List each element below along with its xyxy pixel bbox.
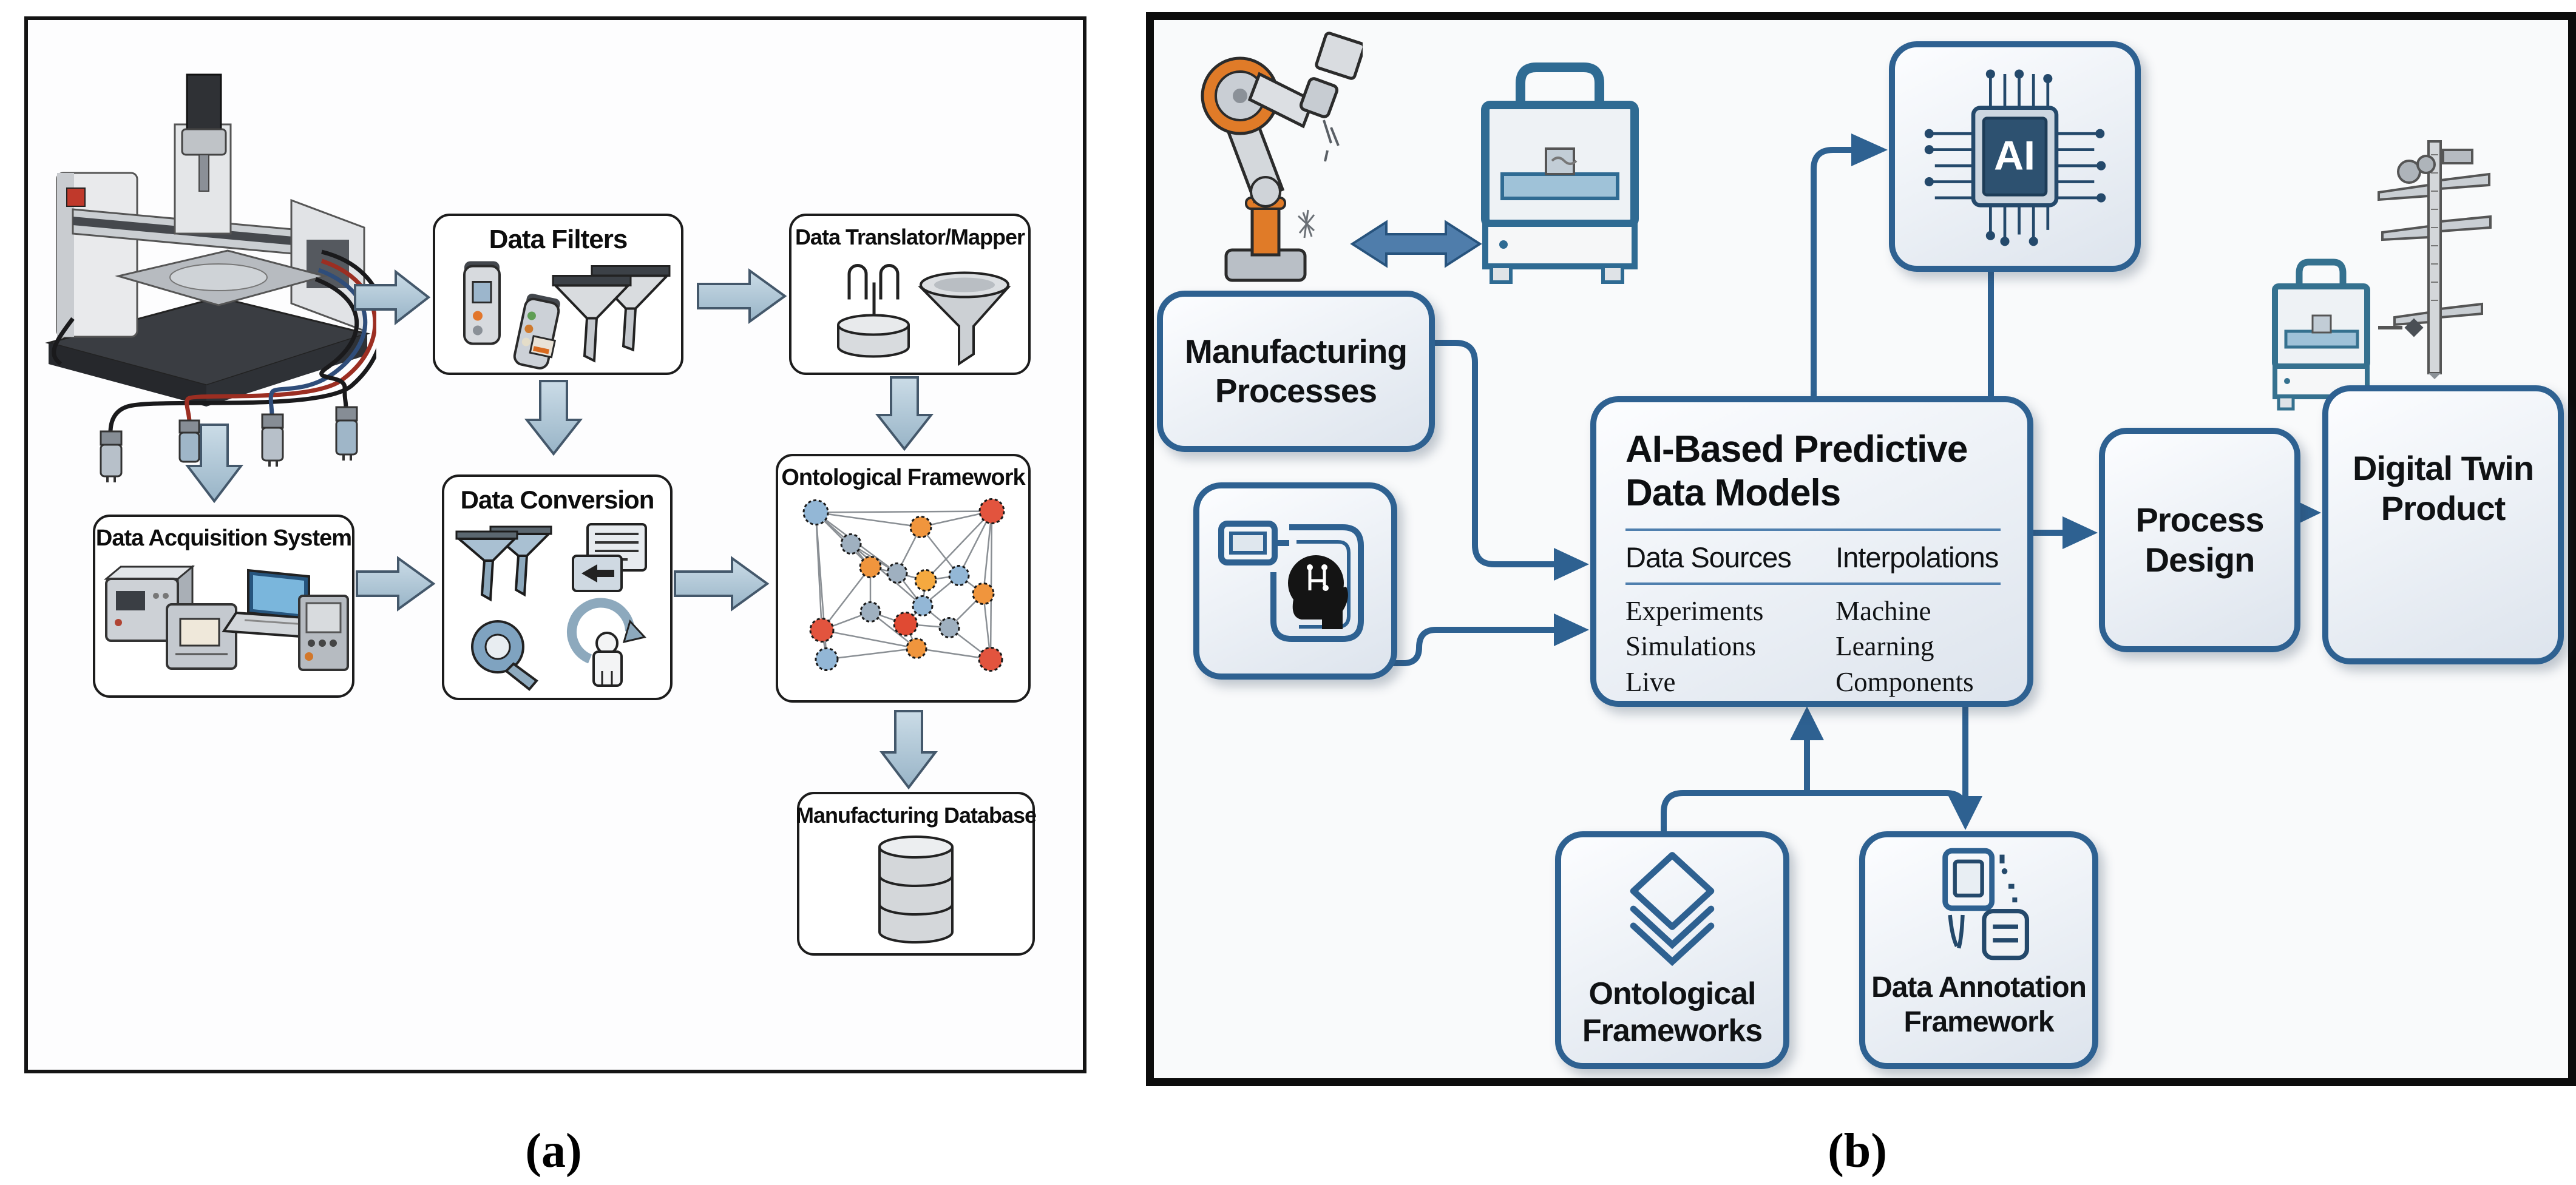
box-manufacturing-database: Manufacturing Database <box>795 792 1037 956</box>
funnel-icon <box>918 271 1011 366</box>
funnel-pair-icon <box>455 525 552 602</box>
layers-diamond-icon <box>1630 852 1715 967</box>
laptop-icon <box>222 569 324 639</box>
gantry-connector <box>2378 318 2424 337</box>
network-graph-icon <box>802 498 1005 672</box>
arrow-filters-to-translator <box>697 268 787 324</box>
box-data-conversion: Data Conversion <box>442 474 673 700</box>
database-cylinder-icon <box>878 836 954 944</box>
digital-twin-label: Digital Twin Product <box>2352 448 2534 527</box>
list-item: Live <box>1625 666 1676 697</box>
ontological-framework-label: Ontological Framework <box>781 465 1025 490</box>
box-data-translator: Data Translator/Mapper <box>789 214 1031 375</box>
data-translator-label: Data Translator/Mapper <box>795 225 1025 249</box>
double-arrow-robot-printer <box>1350 220 1482 268</box>
ai-chip-label: AI <box>1994 133 2035 179</box>
power-pole-gantry-illustration <box>2378 140 2492 379</box>
arrowhead-into-central-bottom <box>1790 706 1824 740</box>
arrowhead-into-annotation <box>1948 796 1982 830</box>
box-ai-chip: AI <box>1889 41 2141 272</box>
box-data-annotation: Data Annotation Framework <box>1859 831 2098 1069</box>
data-acquisition-icons <box>103 564 349 671</box>
box-digital-twin: Digital Twin Product <box>2322 385 2564 664</box>
panel-a-block-arrows <box>185 268 938 790</box>
divider <box>1625 528 2001 531</box>
arrow-filters-to-conversion <box>524 380 583 456</box>
arrow-daq-to-conversion <box>356 556 436 612</box>
arrow-conversion-to-ontological <box>674 556 770 612</box>
list-item: Simulations <box>1625 631 1757 662</box>
arrow-machine-to-filters <box>354 269 431 326</box>
arrow-machine-to-daq <box>185 424 244 504</box>
col-header-interpolations: Interpolations <box>1835 541 1999 573</box>
connector-headbox-to-central <box>1385 627 1555 666</box>
arrowhead-into-central-lower <box>1554 613 1589 646</box>
list-item: Machine <box>1835 595 1931 626</box>
caption-a: (a) <box>525 1124 582 1178</box>
box-data-filters: Data Filters <box>433 214 683 375</box>
data-acquisition-label: Data Acquisition System <box>95 525 352 551</box>
divider <box>1625 582 2001 585</box>
data-filters-icons <box>463 261 671 370</box>
box-process-design: Process Design <box>2099 428 2300 652</box>
arrow-translator-to-ontological <box>875 376 934 451</box>
list-item: Experiments <box>1625 595 1764 626</box>
box-ontological-frameworks: Ontological Frameworks <box>1555 831 1789 1069</box>
box-data-acquisition: Data Acquisition System <box>93 515 354 698</box>
col-header-data-sources: Data Sources <box>1625 541 1792 573</box>
box-manufacturing-processes: Manufacturing Processes <box>1157 291 1435 452</box>
manufacturing-database-label: Manufacturing Database <box>795 803 1037 828</box>
annotation-pen-card-icon <box>1942 848 2030 960</box>
manufacturing-processes-label: Manufacturing Processes <box>1185 333 1408 410</box>
robot-arm-illustration <box>1201 32 1363 282</box>
cnc-machine-illustration <box>45 73 376 482</box>
list-item: Learning <box>1835 631 1934 662</box>
document-arrow-icon <box>572 523 647 592</box>
arrowhead-into-process <box>2062 516 2098 549</box>
printer-illustration <box>1481 62 1639 284</box>
funnel-icon <box>552 265 671 363</box>
data-conversion-label: Data Conversion <box>460 485 655 514</box>
head-circuit-monitor-icon <box>1218 520 1364 642</box>
interpolations-list: Machine Learning Components <box>1835 593 2001 700</box>
box-process-knowledge <box>1193 482 1397 680</box>
connector-central-to-ai <box>1811 147 1852 396</box>
magnifier-icon <box>471 620 538 691</box>
arrow-ontological-to-database <box>879 710 938 790</box>
data-translator-icons <box>837 264 1011 366</box>
plug-icon <box>837 264 910 358</box>
connector-processes-to-central <box>1423 340 1555 567</box>
central-title: AI-Based Predictive Data Models <box>1625 428 1968 514</box>
data-sources-list: Experiments Simulations Live <box>1625 593 1835 700</box>
refresh-person-icon <box>567 598 646 687</box>
ai-chip-icon: AI <box>1924 69 2106 246</box>
box-ontological-framework: Ontological Framework <box>776 454 1031 703</box>
data-annotation-label: Data Annotation Framework <box>1871 971 2087 1038</box>
caption-b: (b) <box>1828 1124 1887 1178</box>
data-conversion-icons <box>455 523 647 691</box>
box-ai-predictive-models: AI-Based Predictive Data Models Data Sou… <box>1590 396 2033 707</box>
ontological-frameworks-label: Ontological Frameworks <box>1582 976 1763 1049</box>
data-filters-label: Data Filters <box>489 225 628 254</box>
arrowhead-into-central-upper <box>1554 548 1589 581</box>
arrowhead-into-ai <box>1851 133 1888 166</box>
process-design-label: Process Design <box>2135 500 2265 579</box>
connector-ontological-to-central <box>1661 790 1968 831</box>
list-item: Components <box>1835 666 1974 697</box>
sensor-plug-icons <box>100 406 358 482</box>
